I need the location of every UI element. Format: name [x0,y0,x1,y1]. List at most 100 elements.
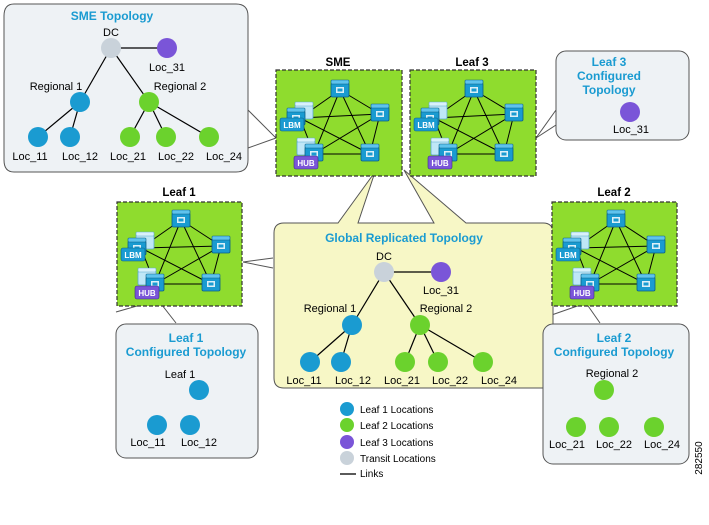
leaf2-configured-title-2: Configured Topology [554,345,675,359]
legend-leaf3-swatch [340,435,354,449]
legend-leaf1-swatch [340,402,354,416]
global-dc-node [374,262,394,282]
leaf3-configured-title-2: Configured [577,69,641,83]
legend-transit-label: Transit Locations [360,454,436,465]
sme-loc31-label: Loc_31 [149,62,185,74]
lbm-badge-label: LBM [559,251,577,260]
sme-regional2-label: Regional 2 [154,81,207,93]
legend-leaf2-label: Leaf 2 Locations [360,421,433,432]
leaf3-configured-panel: Leaf 3 Configured Topology Loc_31 [555,50,690,141]
leaf2-loc24-label: Loc_24 [644,439,680,451]
global-loc21-node [395,352,415,372]
router-icon [360,143,380,162]
sme-loc21-node [120,127,140,147]
global-loc12-label: Loc_12 [335,375,371,387]
hub-badge-label: HUB [138,289,156,298]
sme-loc21-label: Loc_21 [110,151,146,163]
leaf1-configured-title-1: Leaf 1 [169,331,204,345]
sme-dc-node [101,38,121,58]
router-icon [171,209,191,228]
hub-badge-label: HUB [297,159,315,168]
leaf3-cluster-title: Leaf 3 [455,57,488,69]
global-regional1-label: Regional 1 [304,303,357,315]
global-loc31-node [431,262,451,282]
hub-badge [569,285,595,300]
leaf3-configured-title-3: Topology [582,83,635,97]
global-loc24-node [473,352,493,372]
hub-badge [293,155,319,170]
hub-badge [134,285,160,300]
router-icon [636,273,656,292]
lbm-badge-label: LBM [124,251,142,260]
sme-loc31-node [157,38,177,58]
router-icon [330,79,350,98]
global-topology-panel: Global Replicated Topology DC Loc_31 Reg… [273,169,554,389]
hub-badge-label: HUB [573,289,591,298]
leaf3-loc31-node [620,102,640,122]
leaf1-node-label: Leaf 1 [165,369,196,381]
leaf1-cluster: Leaf 1 LBM HUB [116,187,243,307]
leaf2-cluster-title: Leaf 2 [597,187,630,199]
global-loc11-label: Loc_11 [286,375,321,387]
leaf2-loc21-label: Loc_21 [549,439,585,451]
sme-loc11-label: Loc_11 [12,151,47,163]
leaf2-configured-title-1: Leaf 2 [597,331,632,345]
router-icon [201,273,221,292]
leaf3-cluster: Leaf 3 LBM HUB [409,57,537,177]
sme-loc12-label: Loc_12 [62,151,98,163]
sme-loc24-node [199,127,219,147]
leaf2-loc24-node [644,417,664,437]
global-regional2-node [410,315,430,335]
leaf2-loc22-node [599,417,619,437]
lbm-badge [120,247,146,262]
legend: Leaf 1 Locations Leaf 2 Locations Leaf 3… [340,402,436,480]
global-dc-label: DC [376,251,392,263]
router-icon [211,235,231,254]
lbm-badge [555,247,581,262]
sme-loc11-node [28,127,48,147]
sme-cluster: SME LBM HUB [275,57,403,177]
sme-dc-label: DC [103,27,119,39]
global-loc21-label: Loc_21 [384,375,420,387]
lbm-badge [413,117,439,132]
legend-transit-swatch [340,451,354,465]
router-icon [646,235,666,254]
global-loc12-node [331,352,351,372]
leaf2-loc22-label: Loc_22 [596,439,632,451]
leaf3-loc31-label: Loc_31 [613,124,649,136]
global-loc22-node [428,352,448,372]
router-icon [494,143,514,162]
sme-loc12-node [60,127,80,147]
hub-badge [427,155,453,170]
router-icon [504,103,524,122]
sme-loc24-label: Loc_24 [206,151,242,163]
sme-topology-title: SME Topology [71,9,154,23]
global-regional1-node [342,315,362,335]
leaf1-parent-node [189,380,209,400]
sme-loc22-label: Loc_22 [158,151,194,163]
sme-loc22-node [156,127,176,147]
sme-topology-panel: SME Topology DC Loc_31 Regional 1 Region… [3,3,249,173]
global-topology-title: Global Replicated Topology [325,231,483,245]
leaf1-configured-panel: Leaf 1 Configured Topology Leaf 1 Loc_11… [115,323,259,459]
leaf2-loc21-node [566,417,586,437]
lbm-badge-label: LBM [417,121,435,130]
sme-cluster-title: SME [326,57,351,69]
leaf1-loc11-node [147,415,167,435]
leaf2-configured-panel: Leaf 2 Configured Topology Regional 2 Lo… [542,323,690,465]
leaf1-configured-title-2: Configured Topology [126,345,247,359]
leaf3-configured-title-1: Leaf 3 [592,55,627,69]
lbm-badge-label: LBM [283,121,301,130]
figure-id: 282550 [694,441,705,475]
leaf2-regional2-label: Regional 2 [586,368,639,380]
sme-regional1-node [70,92,90,112]
sme-regional1-label: Regional 1 [30,81,83,93]
global-loc24-label: Loc_24 [481,375,517,387]
global-loc31-label: Loc_31 [423,285,459,297]
router-icon [606,209,626,228]
leaf1-loc12-label: Loc_12 [181,437,217,449]
legend-leaf3-label: Leaf 3 Locations [360,438,433,449]
hub-badge-label: HUB [431,159,449,168]
global-loc22-label: Loc_22 [432,375,468,387]
